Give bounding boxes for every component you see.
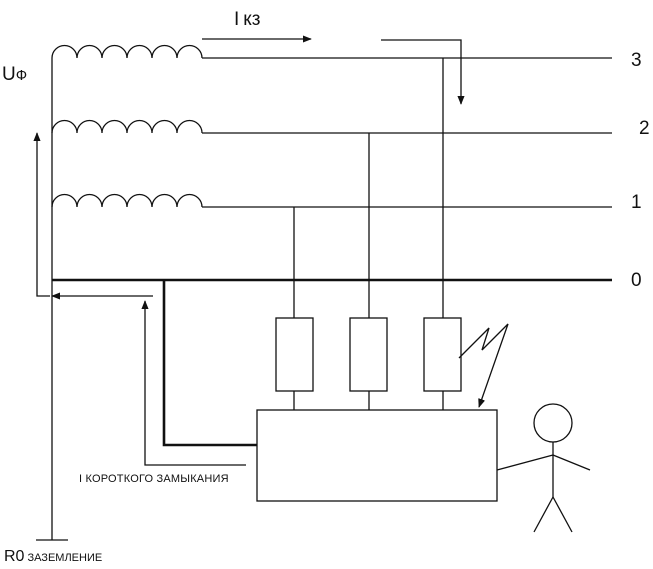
protective-conductor bbox=[162, 280, 257, 447]
person-head bbox=[533, 403, 573, 443]
fault-current-arrow bbox=[381, 39, 465, 105]
winding-2 bbox=[51, 119, 203, 134]
label-line-0: 0 bbox=[631, 270, 642, 291]
fuse-2 bbox=[349, 317, 388, 392]
fuse-1 bbox=[275, 317, 314, 392]
equipment-housing bbox=[256, 409, 498, 502]
label-line-1: 1 bbox=[631, 192, 642, 213]
label-phase-voltage: UФ bbox=[2, 64, 27, 85]
winding-1 bbox=[51, 193, 203, 208]
label-short-circuit-current-full: I КОРОТКОГО ЗАМЫКАНИЯ bbox=[79, 473, 229, 485]
breakdown-arrow bbox=[458, 323, 509, 408]
phase-voltage-arrow bbox=[33, 132, 50, 297]
label-line-2: 2 bbox=[639, 118, 650, 139]
ground-current-arrow bbox=[141, 300, 246, 466]
label-line-3: 3 bbox=[631, 50, 642, 71]
winding-3 bbox=[51, 44, 203, 59]
fuse-3 bbox=[423, 317, 462, 392]
